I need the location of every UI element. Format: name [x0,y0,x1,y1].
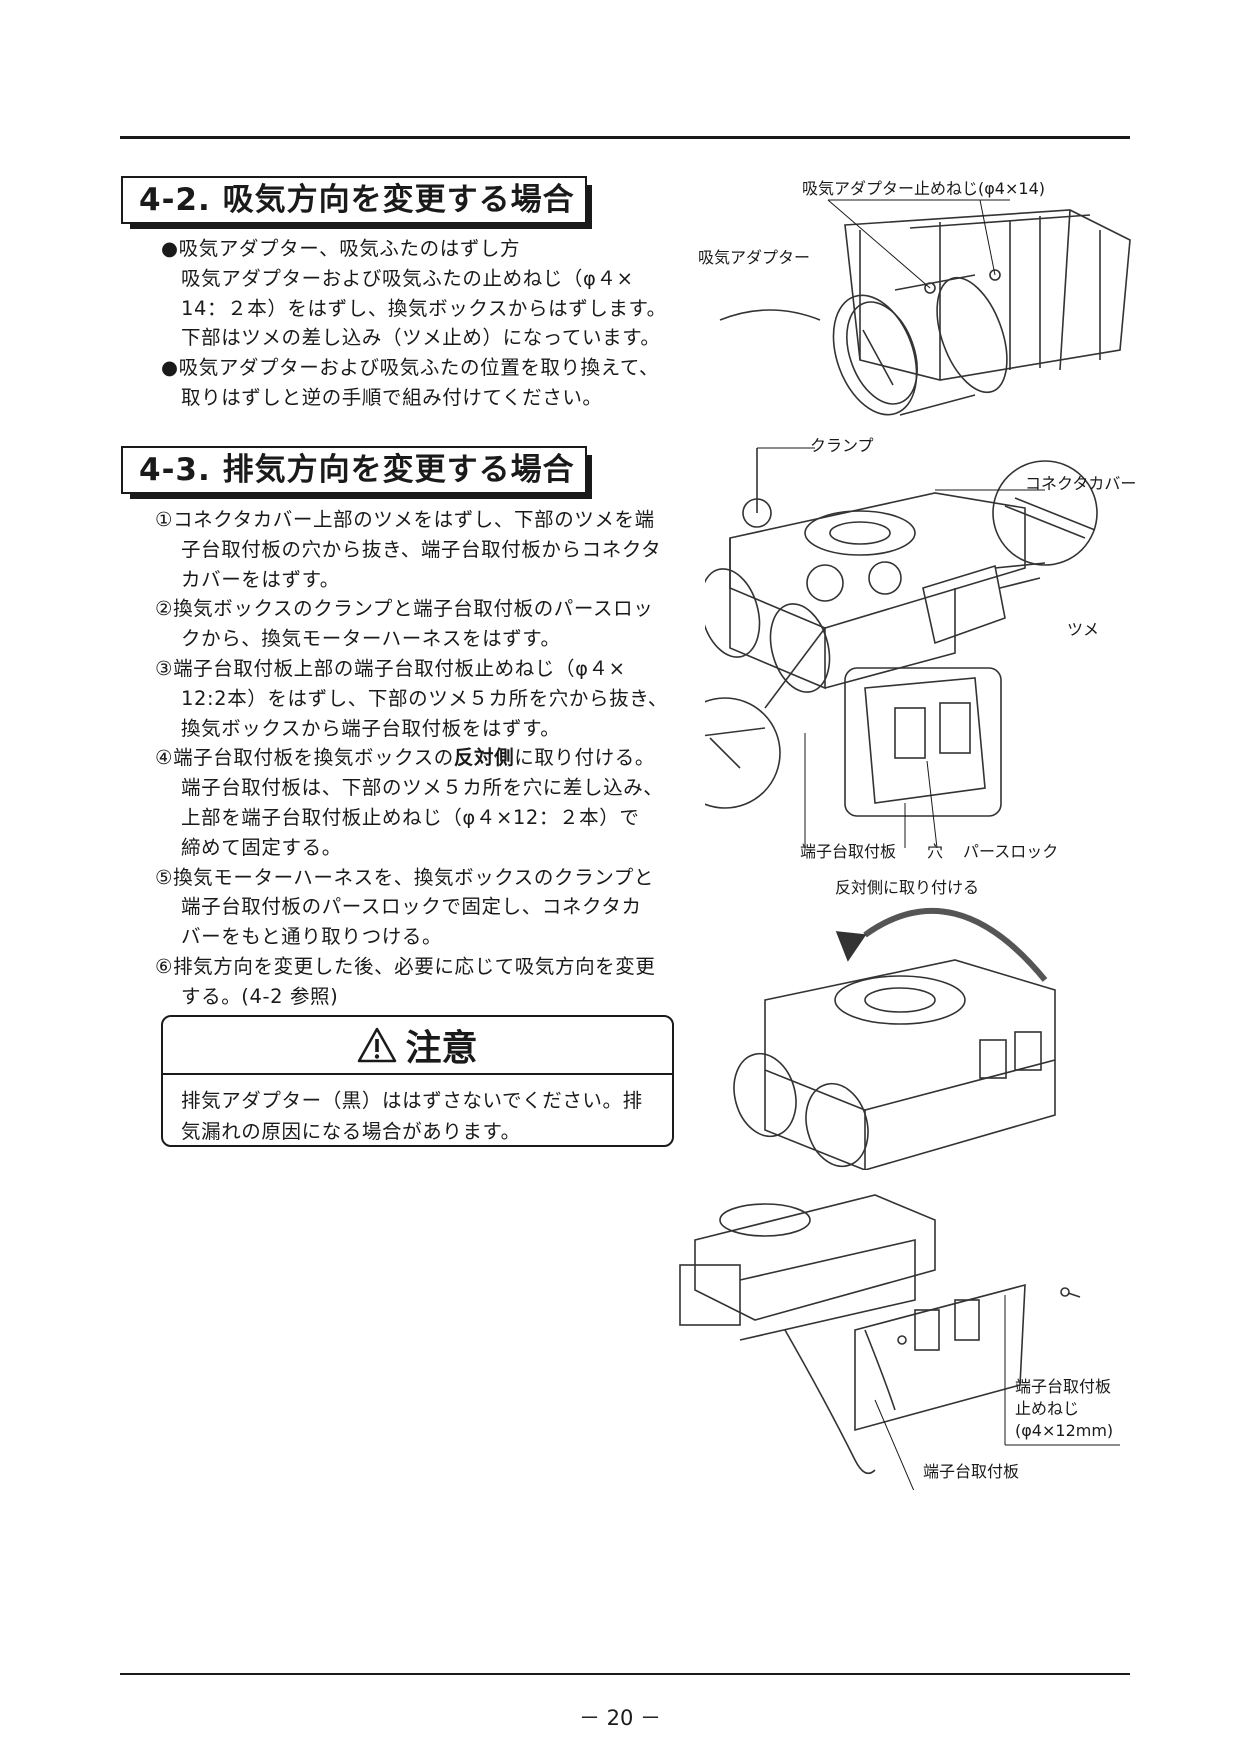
section-4-2-title: 4-2. 吸気方向を変更する場合 [121,176,592,229]
text-line: ②換気ボックスのクランプと端子台取付板のパースロッ [155,597,654,621]
label-terminal-plate: 端子台取付板 [800,842,897,861]
text-line: 12:2本）をはずし、下部のツメ５カ所を穴から抜き、 [181,686,669,710]
label-tab: ツメ [1067,620,1100,639]
text-line: ●吸気アダプターおよび吸気ふたの位置を取り換えて、 [161,356,660,380]
label-line: 端子台取付板 [1015,1377,1112,1396]
label-terminal-plate-2: 端子台取付板 [923,1462,1020,1481]
label-hole: 穴 [927,842,944,861]
page-number: － 20 － [578,1706,662,1730]
text-line: カバーをはずす。 [181,567,340,591]
label-screw-intake: 吸気アダプター止めねじ(φ4×14) [802,179,1045,198]
caution-box: 注意 排気アダプター（黒）ははずさないでください。排 気漏れの原因になる場合があ… [161,1015,674,1147]
text-line: 14：２本）をはずし、換気ボックスからはずします。 [181,296,667,320]
figure-intake-adapter: 吸気アダプター止めねじ(φ4×14) 吸気アダプター [698,170,1140,440]
text-line: 端子台取付板は、下部のツメ５カ所を穴に差し込み、 [181,776,664,800]
text-line: 締めて固定する。 [181,835,342,859]
text-line: 換気ボックスから端子台取付板をはずす。 [181,716,561,740]
emphasis-text: 反対側 [453,746,515,770]
label-clamp: クランプ [810,436,874,455]
label-attach-opposite: 反対側に取り付ける [835,878,980,897]
text-line: ●吸気アダプター、吸気ふたのはずし方 [161,237,521,260]
text-line: 子台取付板の穴から抜き、端子台取付板からコネクタ [181,537,662,561]
text-line: 端子台取付板のパースロックで固定し、コネクタカ [181,895,642,919]
figure-attach-opposite: 反対側に取り付ける [725,878,1095,1171]
label-perth-lock: パースロック [963,842,1059,861]
text-segment: に取り付ける。 [514,746,655,770]
section-4-3-title: 4-3. 排気方向を変更する場合 [121,446,592,499]
label-line: 止めねじ [1015,1399,1080,1418]
text-line: する。(4-2 参照) [181,984,339,1008]
text-line: 吸気アダプターおよび吸気ふたの止めねじ（φ４× [181,266,634,290]
text-line: ④端子台取付板を換気ボックスの反対側に取り付ける。 [155,743,668,773]
text-line: 気漏れの原因になる場合があります。 [181,1120,521,1143]
caution-title: 注意 [405,1028,478,1069]
text-segment: ④端子台取付板を換気ボックスの [155,746,454,770]
text-line: ⑥排気方向を変更した後、必要に応じて吸気方向を変更 [155,954,656,978]
section-4-3-body: ①コネクタカバー上部のツメをはずし、下部のツメを端 子台取付板の穴から抜き、端子… [155,505,668,1012]
figure-terminal-plate: 端子台取付板 止めねじ (φ4×12mm) 端子台取付板 [675,1180,1145,1506]
text-line: クから、換気モーターハーネスをはずす。 [181,627,561,651]
terminal-plate-illustration [679,1194,1120,1506]
warning-triangle-icon [358,1027,397,1063]
caution-header: 注意 [163,1017,672,1075]
label-intake-adapter: 吸気アダプター [698,248,811,267]
attach-opposite-illustration [733,907,1056,1171]
text-line: ③端子台取付板上部の端子台取付板止めねじ（φ４× [155,656,626,680]
text-line: 下部はツメの差し込み（ツメ止め）になっています。 [181,326,661,350]
text-line: ⑤換気モーターハーネスを、換気ボックスのクランプと [155,865,654,889]
text-line: 上部を端子台取付板止めねじ（φ４×12：２本）で [181,805,640,829]
bottom-rule [120,1673,1130,1675]
label-connector-cover: コネクタカバー [1025,474,1137,493]
label-line: (φ4×12mm) [1015,1421,1114,1440]
top-rule [120,136,1130,139]
caution-body: 排気アダプター（黒）ははずさないでください。排 気漏れの原因になる場合があります… [163,1075,672,1147]
text-line: ①コネクタカバー上部のツメをはずし、下部のツメを端 [155,508,655,531]
text-line: 取りはずしと逆の手順で組み付けてください。 [181,385,603,409]
figure-exhaust-parts: クランプ コネクタカバー ツメ 端子台取付板 穴 パースロック [669,436,1150,878]
text-line: バーをもと通り取りつける。 [181,925,443,949]
section-4-2-body: ●吸気アダプター、吸気ふたのはずし方 吸気アダプターおよび吸気ふたの止めねじ（φ… [161,234,667,413]
exhaust-parts-illustration [669,447,1098,849]
text-line: 排気アダプター（黒）ははずさないでください。排 [181,1089,643,1112]
intake-adapter-illustration [719,199,1131,416]
label-screw-plate: 端子台取付板 止めねじ (φ4×12mm) [1015,1376,1113,1442]
